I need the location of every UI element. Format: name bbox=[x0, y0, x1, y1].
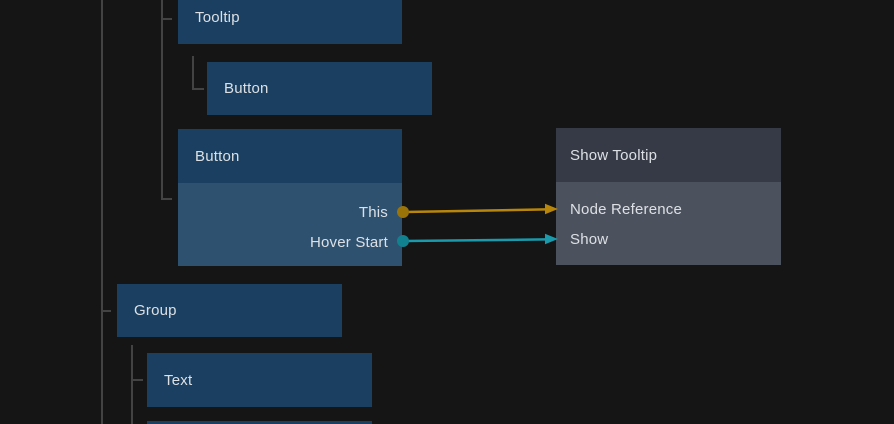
tree-item-partial[interactable] bbox=[147, 421, 372, 424]
input-port-row-show[interactable]: Show bbox=[556, 224, 781, 254]
input-port-label: Node Reference bbox=[570, 200, 683, 218]
output-port-label: Hover Start bbox=[309, 233, 388, 251]
tree-connector-tick bbox=[131, 379, 143, 381]
action-node-title: Show Tooltip bbox=[570, 146, 658, 164]
output-port-row-hover-start[interactable]: Hover Start bbox=[178, 227, 402, 257]
tree-node-header[interactable]: Button bbox=[178, 129, 402, 183]
tree-item-group[interactable]: Group bbox=[117, 284, 342, 337]
input-port-row-node-reference[interactable]: Node Reference bbox=[556, 194, 781, 224]
tree-node-button-expanded[interactable]: Button This Hover Start bbox=[178, 129, 402, 266]
tree-connector-line bbox=[192, 56, 194, 90]
tree-connector-line bbox=[161, 0, 163, 200]
input-port-label: Show bbox=[570, 230, 609, 248]
tree-connector-tick bbox=[161, 18, 172, 20]
tree-item-label: Text bbox=[164, 371, 193, 389]
action-node-input-list: Node Reference Show bbox=[556, 182, 781, 265]
output-port-label: This bbox=[358, 203, 388, 221]
action-node-show-tooltip[interactable]: Show Tooltip Node Reference Show bbox=[556, 128, 781, 265]
tree-connector-tick bbox=[161, 198, 172, 200]
connection-wire-teal bbox=[404, 238, 547, 243]
action-node-header[interactable]: Show Tooltip bbox=[556, 128, 781, 182]
tree-connector-line bbox=[101, 0, 103, 424]
tree-item-label: Tooltip bbox=[195, 9, 240, 26]
tree-node-output-list: This Hover Start bbox=[178, 183, 402, 266]
tree-item-button-child[interactable]: Button bbox=[207, 62, 432, 115]
tree-item-tooltip[interactable]: Tooltip bbox=[178, 0, 402, 44]
connection-wire-orange bbox=[404, 208, 547, 214]
tree-connector-line bbox=[131, 345, 133, 424]
tree-item-label: Group bbox=[134, 302, 177, 319]
tree-item-label: Button bbox=[224, 80, 269, 97]
output-port-row-this[interactable]: This bbox=[178, 197, 402, 227]
tree-connector-tick bbox=[192, 88, 204, 90]
tree-connector-tick bbox=[101, 310, 111, 312]
tree-node-title: Button bbox=[195, 147, 240, 165]
tree-item-text[interactable]: Text bbox=[147, 353, 372, 407]
